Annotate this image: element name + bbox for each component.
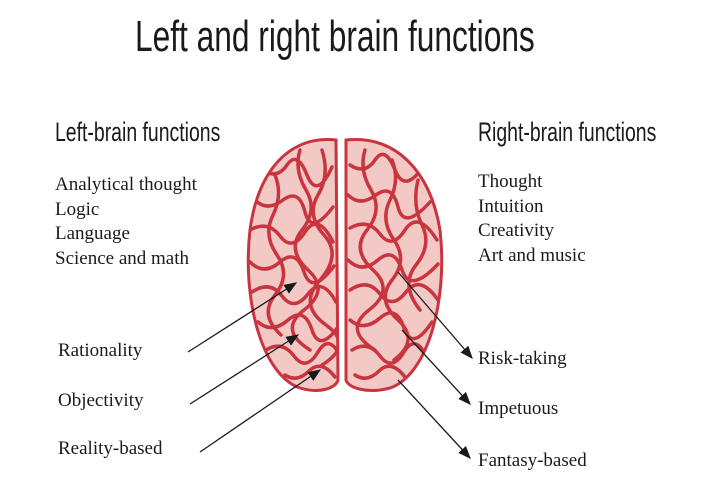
arrow-objectivity <box>189 334 300 405</box>
left-function: Language <box>55 223 130 244</box>
left-brain-heading: Left-brain functions <box>55 117 221 147</box>
left-functions-list: Analytical thought Logic Language Scienc… <box>55 173 197 271</box>
left-function: Analytical thought <box>55 174 197 195</box>
arrow-reality-based <box>199 369 322 453</box>
arrow-fantasy-based <box>397 379 471 459</box>
right-function: Art and music <box>478 244 586 266</box>
left-function: Science and math <box>55 247 190 269</box>
arrow-risk-taking <box>397 271 473 359</box>
right-brain-heading: Right-brain functions <box>478 117 657 147</box>
right-trait-label: Fantasy-based <box>478 450 587 471</box>
diagram-title: Left and right brain functions <box>135 12 535 61</box>
left-trait-label: Objectivity <box>58 390 144 411</box>
left-trait-label: Reality-based <box>58 438 163 459</box>
left-trait-label: Rationality <box>58 340 143 361</box>
left-function: Logic <box>55 198 100 220</box>
arrow-impetuous <box>401 329 471 405</box>
right-function: Creativity <box>478 220 554 241</box>
arrow-rationality <box>187 282 298 353</box>
right-trait-label: Risk-taking <box>478 348 567 369</box>
left-hemisphere <box>246 138 340 392</box>
right-hemisphere <box>344 138 444 392</box>
right-function: Thought <box>478 171 543 192</box>
right-trait-label: Impetuous <box>478 398 559 419</box>
right-function: Intuition <box>478 195 544 217</box>
right-functions-list: Thought Intuition Creativity Art and mus… <box>478 170 586 268</box>
pointer-arrows <box>187 271 473 459</box>
